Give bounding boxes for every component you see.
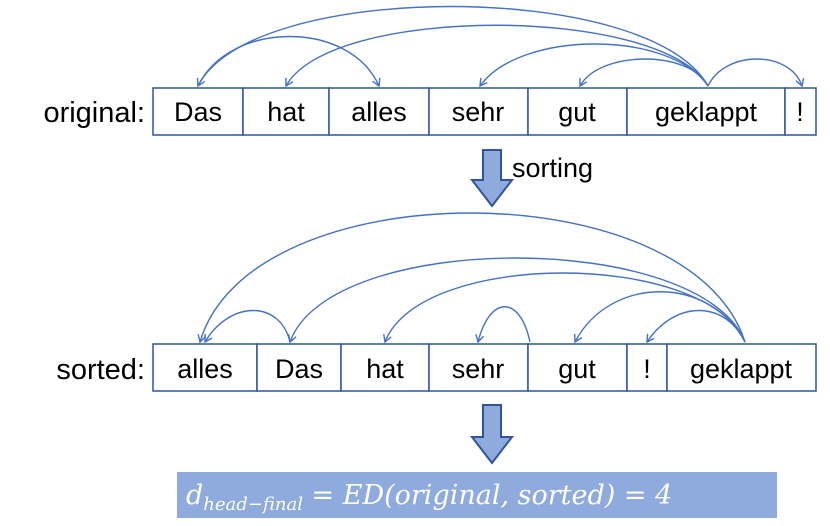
original-token-text: geklappt (655, 97, 758, 127)
original-arc (707, 58, 805, 88)
sorted-arc (574, 291, 746, 344)
sorted-arc (383, 272, 746, 344)
sorted-token-box: ! (626, 343, 668, 392)
original-token-text: sehr (452, 97, 505, 127)
sorted-token-box: gut (527, 343, 628, 392)
formula-rhs: = ED(original, sorted) = 4 (303, 480, 672, 511)
sorting-label: sorting (512, 153, 593, 183)
sorting-arrow (469, 149, 515, 208)
sorted-arc (646, 309, 746, 344)
sorted-token-text: gut (558, 354, 596, 384)
sorted-token-text: alles (177, 354, 233, 384)
original-arc (579, 58, 709, 88)
sorted-token-box: alles (152, 343, 258, 392)
original-token-box: geklappt (626, 87, 786, 136)
original-token-box: ! (784, 87, 817, 136)
sorted-arc (204, 309, 291, 344)
sorted-dependency-arcs (197, 212, 746, 344)
sorted-token-row: alles Das hat sehr gut ! geklappt (152, 343, 817, 392)
original-arc (197, 35, 381, 88)
sorted-arc (197, 212, 746, 344)
formula-lhs-symbol: d (186, 480, 203, 511)
original-token-text: hat (267, 97, 305, 127)
original-arc (285, 24, 709, 88)
original-row-label: original: (43, 97, 145, 129)
sorted-token-text: ! (643, 354, 651, 384)
original-arc (479, 43, 709, 88)
formula-box: dhead−final = ED(original, sorted) = 4 (177, 472, 777, 518)
original-token-text: ! (796, 97, 804, 127)
original-token-row: Das hat alles sehr gut geklappt ! (152, 87, 817, 136)
original-dependency-arcs (196, 5, 805, 88)
sorted-token-text: geklappt (690, 354, 793, 384)
formula-text: dhead−final = ED(original, sorted) = 4 (186, 480, 672, 515)
sorted-row-label: sorted: (56, 354, 145, 386)
result-arrow (469, 404, 515, 465)
sorted-arc (475, 306, 531, 344)
sorted-token-box: sehr (428, 343, 529, 392)
original-token-text: alles (351, 97, 407, 127)
sorted-token-box: Das (256, 343, 342, 392)
sorted-token-box: geklappt (666, 343, 817, 392)
sorted-token-text: hat (366, 354, 404, 384)
formula-lhs-subscript: head−final (203, 494, 303, 515)
sorted-token-box: hat (340, 343, 430, 392)
original-token-box: hat (242, 87, 330, 136)
original-token-text: gut (558, 97, 596, 127)
original-token-box: alles (328, 87, 430, 136)
original-token-box: Das (152, 87, 244, 136)
original-token-box: gut (527, 87, 628, 136)
sorted-token-text: sehr (452, 354, 505, 384)
sorted-arc (287, 257, 746, 344)
sorted-token-text: Das (275, 354, 323, 384)
original-token-text: Das (174, 97, 222, 127)
original-token-box: sehr (428, 87, 529, 136)
